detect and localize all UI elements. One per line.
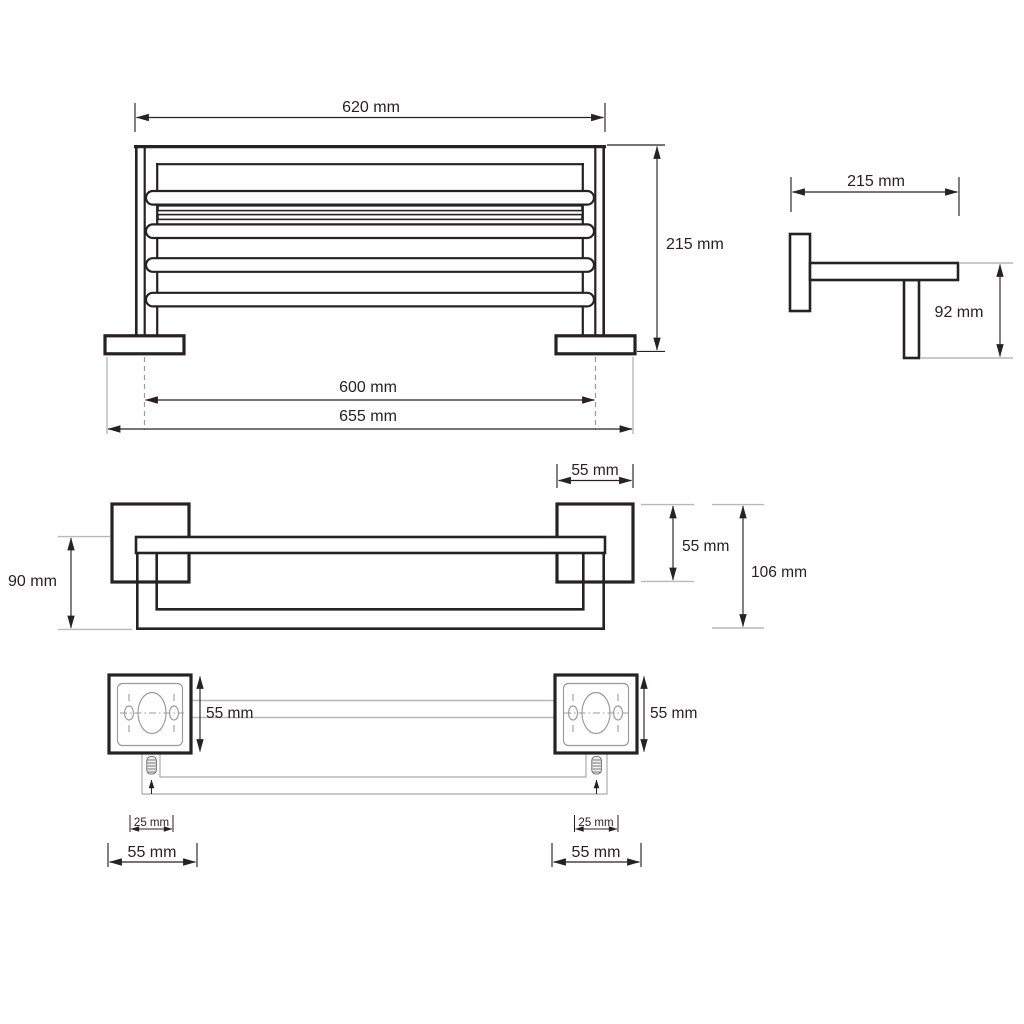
dim-plate-right-width: 55 mm xyxy=(551,843,642,867)
dim-plate-right-height: 55 mm xyxy=(640,675,697,753)
wall-mount-feet xyxy=(103,334,637,356)
dim-front-height: 215 mm xyxy=(607,144,724,352)
screw-offset-right-label: 25 mm xyxy=(578,817,613,829)
screw-guide-outer xyxy=(141,753,608,795)
dim-front-outer-span: 655 mm xyxy=(106,357,634,434)
plate-right-height-label: 55 mm xyxy=(650,705,697,722)
dim-plate-left-height: 55 mm xyxy=(196,675,253,753)
side-wall-plate xyxy=(788,232,812,313)
dim-side-drop: 92 mm xyxy=(921,262,1013,359)
plate-right-width-label: 55 mm xyxy=(572,844,621,861)
plan-towel-bar-outer xyxy=(136,553,605,630)
side-hanging-bar xyxy=(902,278,921,360)
mount-plate-right xyxy=(553,673,639,755)
side-depth-label: 215 mm xyxy=(847,173,905,190)
side-drop-label: 92 mm xyxy=(935,304,984,321)
dim-front-inner-span: 600 mm xyxy=(144,379,596,404)
side-arm xyxy=(808,261,960,282)
front-height-label: 215 mm xyxy=(666,236,724,253)
plan-view: 55 mm 90 mm 55 mm 106 mm xyxy=(8,462,807,631)
front-view: 620 mm xyxy=(103,99,724,434)
dim-plate-left-width: 55 mm xyxy=(107,843,198,867)
plan-bracket-height-label: 55 mm xyxy=(682,538,729,555)
front-width-label: 620 mm xyxy=(342,99,400,116)
plan-total-depth-label: 106 mm xyxy=(751,564,807,581)
side-view: 215 mm 92 mm xyxy=(788,173,1013,360)
plan-rail-depth-label: 90 mm xyxy=(8,573,57,590)
dim-side-depth: 215 mm xyxy=(790,173,960,216)
plan-front-rail xyxy=(134,535,607,555)
screw-icon-left xyxy=(146,755,157,775)
screw-icon-right xyxy=(591,755,602,775)
mount-plate-left xyxy=(107,673,193,755)
front-outer-span-label: 655 mm xyxy=(339,408,397,425)
plan-towel-bar-inner xyxy=(155,553,585,611)
dim-screw-offset-left: 25 mm xyxy=(129,815,174,832)
screw-offset-left-label: 25 mm xyxy=(134,817,169,829)
dim-plan-bracket-width: 55 mm xyxy=(556,462,634,488)
mounting-plate-view: 55 mm 55 mm 25 xyxy=(107,673,697,867)
dim-front-width: 620 mm xyxy=(134,99,606,132)
plan-bracket-width-label: 55 mm xyxy=(571,462,618,479)
dim-plan-total-depth: 106 mm xyxy=(712,503,807,629)
plate-left-height-label: 55 mm xyxy=(206,705,253,722)
dim-plan-bracket-height: 55 mm xyxy=(641,503,729,583)
screw-guide-inner xyxy=(159,753,587,778)
shelf-bars xyxy=(144,189,596,308)
dim-plan-rail-depth: 90 mm xyxy=(8,535,132,631)
shelf-rails xyxy=(157,205,583,221)
dim-screw-offset-right: 25 mm xyxy=(574,815,619,832)
plate-left-width-label: 55 mm xyxy=(128,844,177,861)
front-inner-span-label: 600 mm xyxy=(339,379,397,396)
